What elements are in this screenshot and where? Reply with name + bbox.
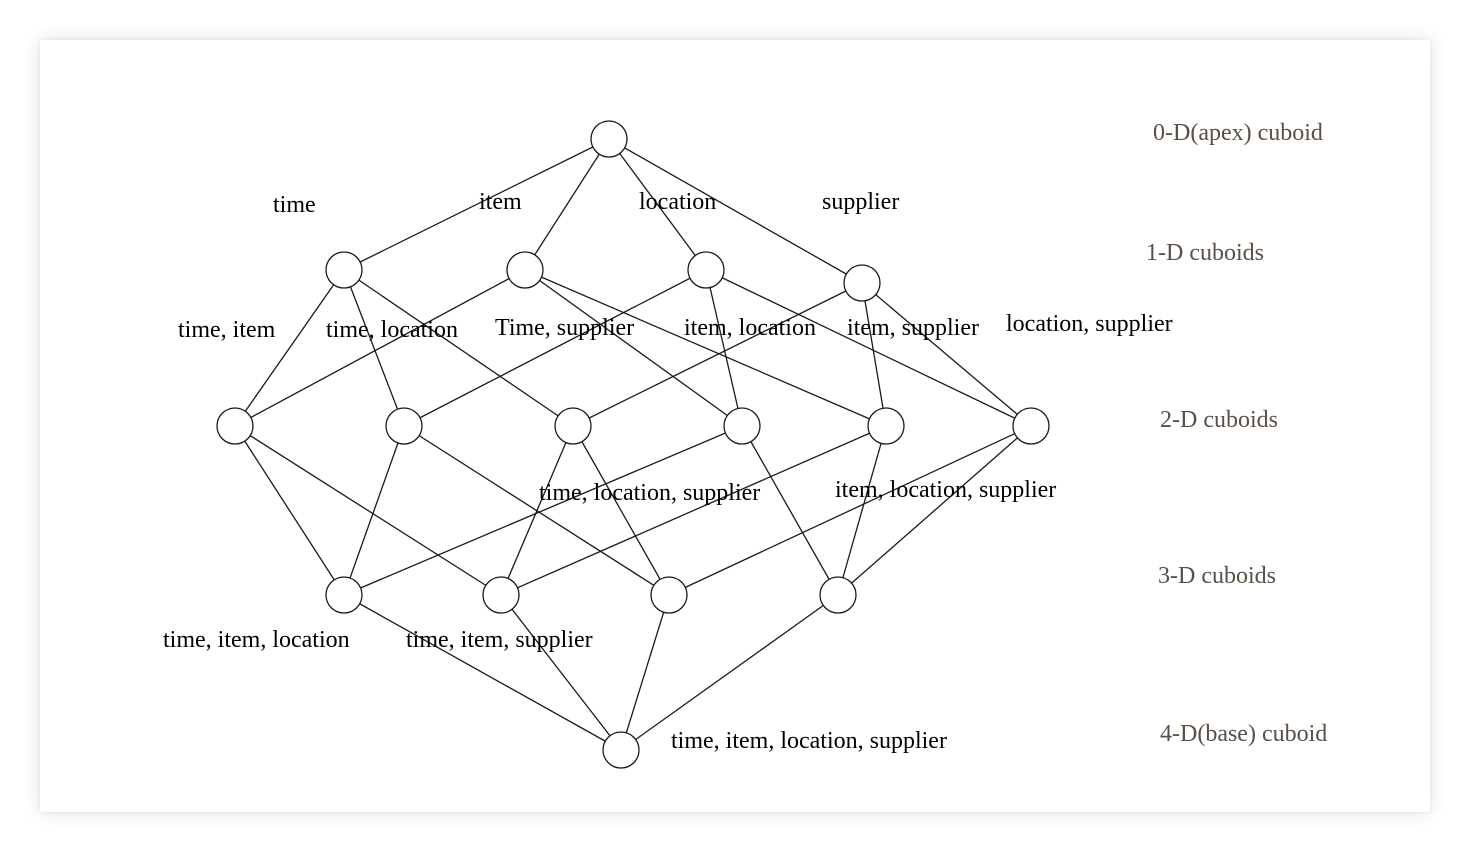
node-labels-layer: time item location supplier time, item time, … [163,189,1173,754]
level-label-level-3: 3-D cuboids [1158,563,1276,589]
edges-layer [234,138,1032,751]
nodes-layer [216,120,1050,769]
level-label-level-0: 0-D(apex) cuboid [1153,120,1323,146]
edge-time-supplier-to-time-item-supplier [500,425,574,596]
edge-item-supplier-to-item-location-supplier [837,425,887,596]
edge-time-item-to-time-item-supplier [234,425,502,596]
edge-time-item-to-time-item-location [234,425,345,596]
edge-time-location-supplier-to-base [620,594,670,751]
cuboid-node-item [506,251,544,289]
cuboid-node-time-location-supplier [650,576,688,614]
cuboid-node-time-item [216,407,254,445]
cuboid-node-location [687,251,725,289]
cuboid-label-location-supplier: location, supplier [1006,311,1173,337]
cuboid-node-time-item-supplier [482,576,520,614]
edge-location-to-location-supplier [705,269,1032,427]
edge-time-item-supplier-to-base [500,594,622,751]
edge-item-location-to-item-location-supplier [741,425,839,596]
cuboid-label-time-item: time, item [178,317,276,343]
cuboid-node-item-location [723,407,761,445]
level-labels-layer: 0-D(apex) cuboid 1-D cuboids 2-D cuboids 3-… [1146,120,1327,747]
cuboid-label-location: location [639,189,716,215]
edge-item-supplier-to-time-item-supplier [500,425,887,596]
cuboid-node-supplier [843,264,881,302]
edge-item-to-item-location [524,269,743,427]
edge-item-to-time-item [234,269,526,427]
edge-location-supplier-to-item-location-supplier [837,425,1032,596]
edge-item-to-item-supplier [524,269,887,427]
edge-time-to-time-location [343,269,405,427]
cuboid-node-time-supplier [554,407,592,445]
edge-apex-to-location [608,138,707,271]
cuboid-label-item: item [479,189,522,215]
edge-supplier-to-time-supplier [572,282,863,427]
edge-supplier-to-location-supplier [861,282,1032,427]
cuboid-label-time-item-supplier: time, item, supplier [406,627,593,653]
edge-time-item-location-to-base [343,594,622,751]
cuboid-label-time-location-supplier: time, location, supplier [539,480,760,506]
cuboid-label-time-item-location: time, item, location [163,627,350,653]
edge-location-to-time-location [403,269,707,427]
cuboid-node-time [325,251,363,289]
cuboid-label-supplier: supplier [822,189,899,215]
edge-time-to-time-item [234,269,345,427]
cuboid-label-base: time, item, location, supplier [671,728,947,754]
edge-apex-to-supplier [608,138,863,284]
cuboid-label-time: time [273,192,316,218]
cuboid-node-item-supplier [867,407,905,445]
level-label-level-2: 2-D cuboids [1160,407,1278,433]
edge-location-supplier-to-time-location-supplier [668,425,1032,596]
level-label-level-4: 4-D(base) cuboid [1160,721,1327,747]
cuboid-node-base [602,731,640,769]
edge-supplier-to-item-supplier [861,282,887,427]
level-label-level-1: 1-D cuboids [1146,240,1264,266]
cuboid-node-time-item-location [325,576,363,614]
cuboid-node-item-location-supplier [819,576,857,614]
edge-time-location-to-time-item-location [343,425,405,596]
edge-item-location-to-time-item-location [343,425,743,596]
edge-time-supplier-to-time-location-supplier [572,425,670,596]
cuboid-node-time-location [385,407,423,445]
edge-item-location-supplier-to-base [620,594,839,751]
cuboid-node-location-supplier [1012,407,1050,445]
cuboid-label-time-location: time, location [326,317,458,343]
edge-time-to-time-supplier [343,269,574,427]
cuboid-label-item-supplier: item, supplier [847,315,979,341]
edge-apex-to-item [524,138,610,271]
cuboid-label-time-supplier: Time, supplier [495,315,634,341]
cuboid-label-item-location-supplier: item, location, supplier [835,477,1056,503]
cuboid-label-item-location: item, location [684,315,816,341]
edge-apex-to-time [343,138,610,271]
cuboid-node-apex [590,120,628,158]
edge-location-to-item-location [705,269,743,427]
